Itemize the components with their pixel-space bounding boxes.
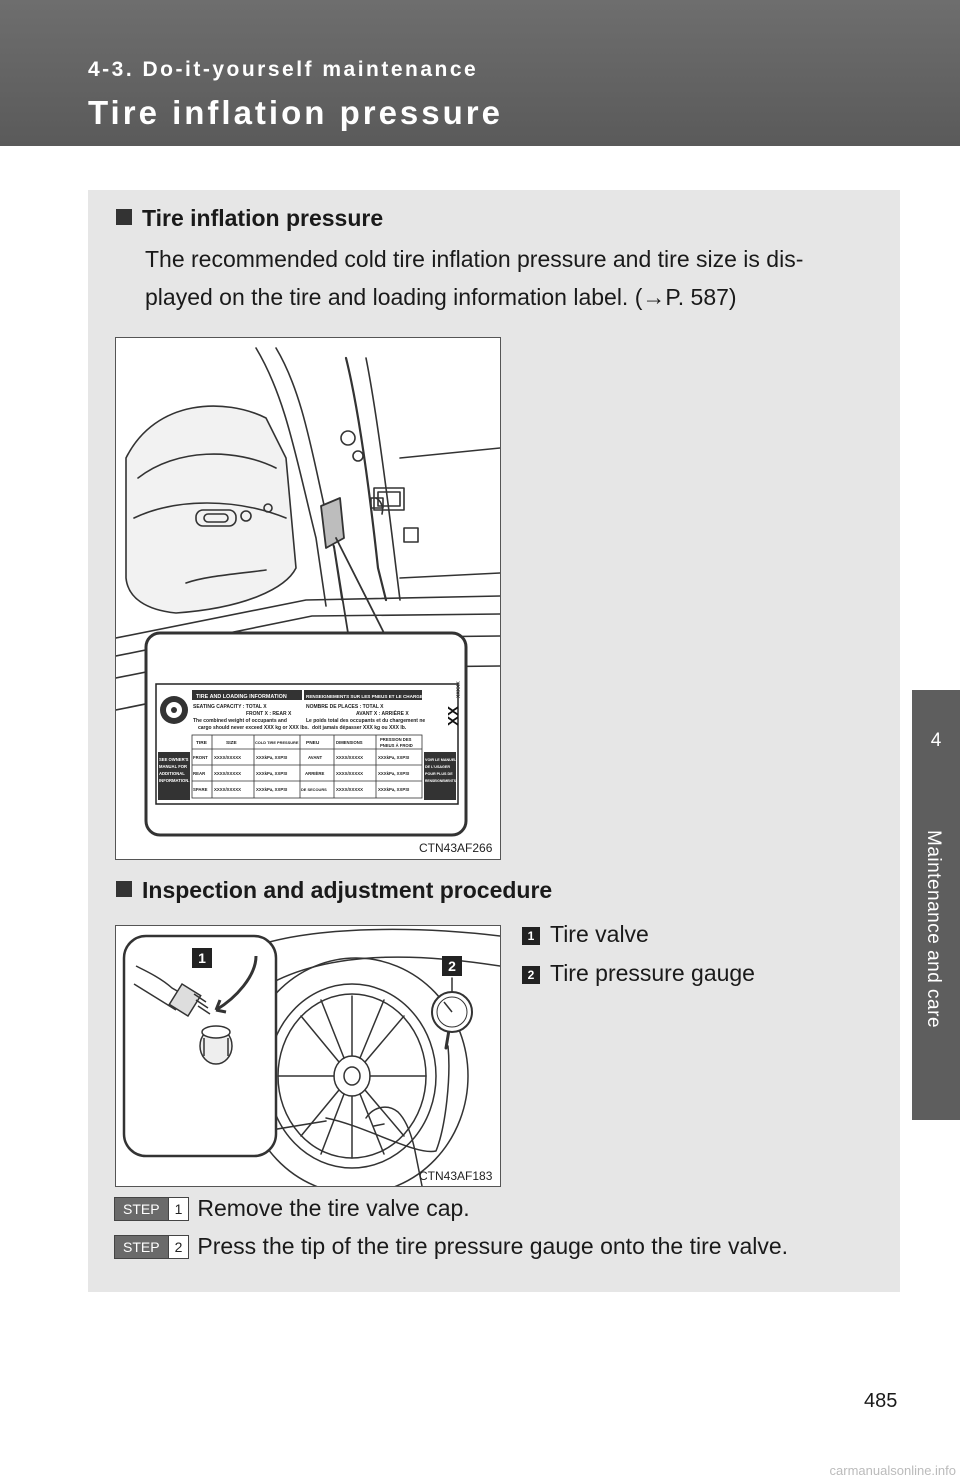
label-title-en: TIRE AND LOADING INFORMATION <box>196 694 287 700</box>
label-voir-manuel-4: RENSEIGNEMENTS. <box>425 779 457 783</box>
label-row-secours: DE SECOURS <box>301 787 327 792</box>
paragraph-line: The recommended cold tire inflation pres… <box>145 246 804 272</box>
label-row-spare-size: XXXX/XXXXX <box>214 787 241 792</box>
label-code-big: XX <box>445 706 462 726</box>
label-voir-manuel-1: VOIR LE MANUEL <box>425 758 457 762</box>
step-text: Press the tip of the tire pressure gauge… <box>197 1233 789 1259</box>
label-col-pression: PRESSION DES <box>380 737 412 742</box>
label-row-rear: REAR <box>193 771 206 776</box>
callout-marker-2: 2 <box>442 956 462 976</box>
label-row-arriere-size: XXXX/XXXXX <box>336 771 363 776</box>
label-see-manual-3: ADDITIONAL <box>159 771 185 776</box>
label-row-avant-size: XXXX/XXXXX <box>336 755 363 760</box>
label-weight-fr1: Le poids total des occupants et du charg… <box>306 718 425 724</box>
section-label: 4-3. Do-it-yourself maintenance <box>88 58 479 81</box>
label-front-rear-fr: AVANT X : ARRIÈRE X <box>356 709 409 717</box>
tire-gauge-illustration: 1 2 <box>122 928 501 1195</box>
label-weight-en1: The combined weight of occupants and <box>193 718 287 724</box>
heading-tire-inflation: Tire inflation pressure <box>116 205 383 232</box>
label-row-avant-pressure: XXXkPa, XXPSI <box>378 755 409 760</box>
svg-text:2: 2 <box>448 958 456 974</box>
figure-valve-gauge: 1 2 CTN43AF183 <box>115 925 501 1195</box>
label-col-dimensions: DIMENSIONS <box>336 740 363 745</box>
label-voir-manuel-2: DE L'USAGER <box>425 765 450 769</box>
chapter-number: 4 <box>930 730 942 751</box>
tire-icon <box>160 696 188 724</box>
square-bullet-icon <box>116 209 132 225</box>
label-title-fr-bar <box>304 690 422 700</box>
paragraph-line: played on the tire and loading informati… <box>145 284 737 310</box>
label-title-en-bar <box>192 690 302 700</box>
heading-inspection: Inspection and adjustment procedure <box>116 877 552 904</box>
label-code-small: XXXXX <box>456 681 462 698</box>
figure-label-location: TIRE AND LOADING INFORMATION RENSEIGNEME… <box>115 337 501 860</box>
tire-inflation-paragraph: The recommended cold tire inflation pres… <box>145 240 803 316</box>
label-voir-manuel-3: POUR PLUS DE <box>425 772 453 776</box>
label-row-secours-pressure: XXXkPa, XXPSI <box>378 787 409 792</box>
label-front-rear-en: FRONT X : REAR X <box>246 711 292 717</box>
label-col-tire: TIRE <box>196 740 208 746</box>
label-see-manual-2: MANUAL FOR <box>159 764 187 769</box>
label-seating-en: SEATING CAPACITY : TOTAL X <box>193 704 267 710</box>
svg-text:1: 1 <box>198 950 206 966</box>
figure-code: CTN43AF266 <box>419 841 493 855</box>
figure-code: CTN43AF183 <box>419 1169 493 1183</box>
label-col-froid: PNEUS À FROID <box>380 743 413 748</box>
chapter-side-tab: 4 Maintenance and care <box>912 690 960 1120</box>
label-row-rear-pressure: XXXkPa, XXPSI <box>256 771 287 776</box>
label-see-manual-1: SEE OWNER'S <box>159 757 189 762</box>
label-row-front-pressure: XXXkPa, XXPSI <box>256 755 287 760</box>
label-title-fr: RENSEIGNEMENTS SUR LES PNEUS ET LE CHARG… <box>306 694 436 699</box>
chapter-title: Maintenance and care <box>923 830 944 1029</box>
label-row-front-size: XXXX/XXXXX <box>214 755 241 760</box>
callout-marker-icon: 2 <box>522 966 540 984</box>
label-row-arriere: ARRIÈRE <box>305 771 324 776</box>
label-row-rear-size: XXXX/XXXXX <box>214 771 241 776</box>
callout-marker-icon: 1 <box>522 927 540 945</box>
page-title: Tire inflation pressure <box>88 94 503 131</box>
door-pillar-illustration: TIRE AND LOADING INFORMATION RENSEIGNEME… <box>115 347 501 837</box>
step-text: Remove the tire valve cap. <box>197 1195 470 1221</box>
label-row-avant: AVANT <box>308 755 323 760</box>
pressure-gauge-icon <box>431 991 473 1033</box>
page-header: 4-3. Do-it-yourself maintenance Tire inf… <box>0 0 960 146</box>
label-row-arriere-pressure: XXXkPa, XXPSI <box>378 771 409 776</box>
page-number: 485 <box>864 1390 898 1412</box>
label-row-secours-size: XXXX/XXXXX <box>336 787 363 792</box>
label-weight-en2: cargo should never exceed XXX kg or XXX … <box>198 725 309 731</box>
label-row-spare: SPARE <box>193 787 208 792</box>
label-seating-fr: NOMBRE DE PLACES : TOTAL X <box>306 704 384 710</box>
label-row-front: FRONT <box>193 755 208 760</box>
callout-marker-1: 1 <box>192 948 212 968</box>
label-weight-fr2: doit jamais dépasser XXX kg ou XXX lb. <box>312 725 407 731</box>
label-see-manual-4: INFORMATION. <box>159 778 189 783</box>
label-col-pneu: PNEU <box>306 740 320 746</box>
label-col-pressure: COLD TIRE PRESSURE <box>255 740 299 745</box>
label-col-size: SIZE <box>226 740 237 746</box>
label-row-spare-pressure: XXXkPa, XXPSI <box>256 787 287 792</box>
watermark: carmanualsonline.info <box>829 1463 956 1478</box>
square-bullet-icon <box>116 881 132 897</box>
